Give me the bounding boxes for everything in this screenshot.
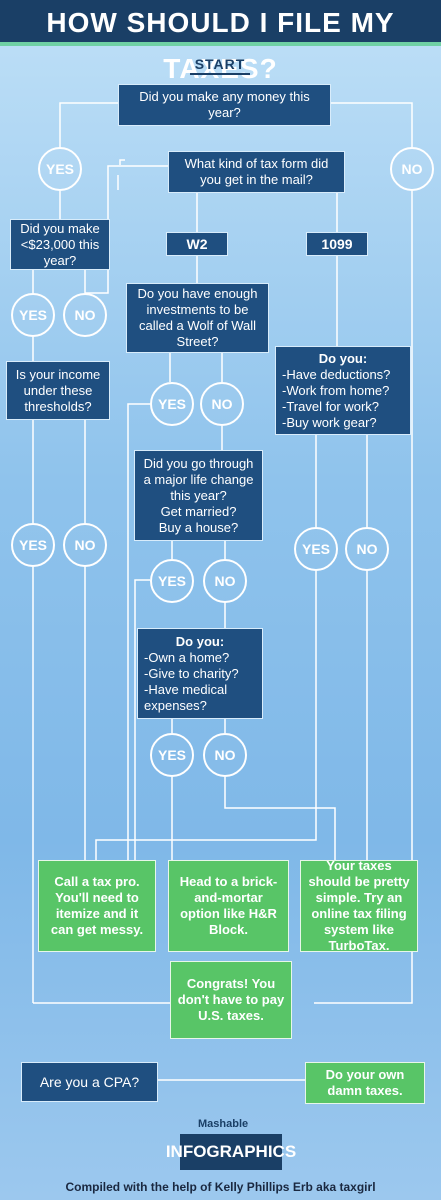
outcome-simple-taxes-text: Your taxes should be pretty simple. Try … (308, 858, 410, 953)
question-do-you-w2: Do you: -Own a home? -Give to charity? -… (137, 628, 263, 719)
form-w2: W2 (166, 232, 228, 256)
question-life-change-text: Did you go through a major life change t… (143, 455, 254, 503)
question-wolf-text: Do you have enough investments to be cal… (137, 286, 258, 349)
answer-no-wolf: NO (200, 382, 244, 426)
outcome-simple-taxes: Your taxes should be pretty simple. Try … (300, 858, 418, 953)
question-do-you-w2-item: -Own a home? (144, 649, 230, 665)
question-under-23000: Did you make <$23,000 this year? (10, 219, 110, 270)
outcome-call-tax-pro-text: Call a tax pro. You'll need to itemize a… (50, 874, 144, 937)
question-income-thresholds-text: Is your income under these thresholds? (15, 366, 101, 414)
answer-no-1099: NO (345, 527, 389, 571)
answer-no-life-change: NO (203, 559, 247, 603)
question-life-change-married: Get married? (160, 503, 237, 519)
question-cpa: Are you a CPA? (21, 1062, 158, 1102)
question-do-you-1099-item: -Travel for work? (282, 398, 380, 414)
start-label: START (190, 56, 250, 75)
answer-no-do-you-w2: NO (203, 733, 247, 777)
question-do-you-1099-title: Do you: (318, 350, 368, 366)
credit-line: Compiled with the help of Kelly Phillips… (65, 1180, 376, 1194)
answer-no-made-money: NO (390, 147, 434, 191)
outcome-brick-and-mortar: Head to a brick-and-mortar option like H… (168, 860, 289, 952)
question-do-you-1099-item: -Work from home? (282, 382, 390, 398)
answer-yes-do-you-w2: YES (150, 733, 194, 777)
infographics-badge: INFOGRAPHICS (166, 1134, 296, 1170)
question-do-you-w2-title: Do you: (175, 633, 225, 649)
outcome-own-taxes: Do your own damn taxes. (305, 1062, 425, 1104)
brand-name: Mashable (198, 1118, 249, 1130)
question-under-23000-text: Did you make <$23,000 this year? (20, 220, 100, 268)
page-title: HOW SHOULD I FILE MY TAXES? (0, 0, 441, 84)
header-accent-bar (0, 42, 441, 46)
outcome-congrats: Congrats! You don't have to pay U.S. tax… (170, 961, 292, 1039)
outcome-own-taxes-text: Do your own damn taxes. (325, 1067, 405, 1098)
question-do-you-1099-item: -Buy work gear? (282, 414, 377, 430)
form-1099: 1099 (306, 232, 368, 256)
answer-no-23000: NO (63, 293, 107, 337)
question-tax-form-text: What kind of tax form did you get in the… (184, 156, 329, 187)
question-life-change: Did you go through a major life change t… (134, 450, 263, 541)
question-tax-form: What kind of tax form did you get in the… (168, 151, 345, 193)
outcome-call-tax-pro: Call a tax pro. You'll need to itemize a… (38, 860, 156, 952)
question-do-you-w2-item: -Have medical expenses? (144, 681, 228, 713)
answer-no-thresholds: NO (63, 523, 107, 567)
answer-yes-1099: YES (294, 527, 338, 571)
question-do-you-w2-item: -Give to charity? (144, 665, 239, 681)
question-do-you-1099: Do you: -Have deductions? -Work from hom… (275, 346, 411, 435)
question-made-money-text: Did you make any money this year? (139, 89, 310, 120)
question-made-money: Did you make any money this year? (118, 84, 331, 126)
question-income-thresholds: Is your income under these thresholds? (6, 361, 110, 420)
question-cpa-text: Are you a CPA? (39, 1074, 140, 1090)
answer-yes-made-money: YES (38, 147, 82, 191)
question-life-change-house: Buy a house? (158, 519, 239, 535)
answer-yes-23000: YES (11, 293, 55, 337)
answer-yes-thresholds: YES (11, 523, 55, 567)
question-wolf-of-wall-street: Do you have enough investments to be cal… (126, 283, 269, 353)
answer-yes-life-change: YES (150, 559, 194, 603)
page-title-text: HOW SHOULD I FILE MY TAXES? (46, 7, 395, 84)
outcome-brick-and-mortar-text: Head to a brick-and-mortar option like H… (179, 874, 278, 937)
question-do-you-1099-item: -Have deductions? (282, 366, 391, 382)
answer-yes-wolf: YES (150, 382, 194, 426)
outcome-congrats-text: Congrats! You don't have to pay U.S. tax… (177, 976, 285, 1023)
